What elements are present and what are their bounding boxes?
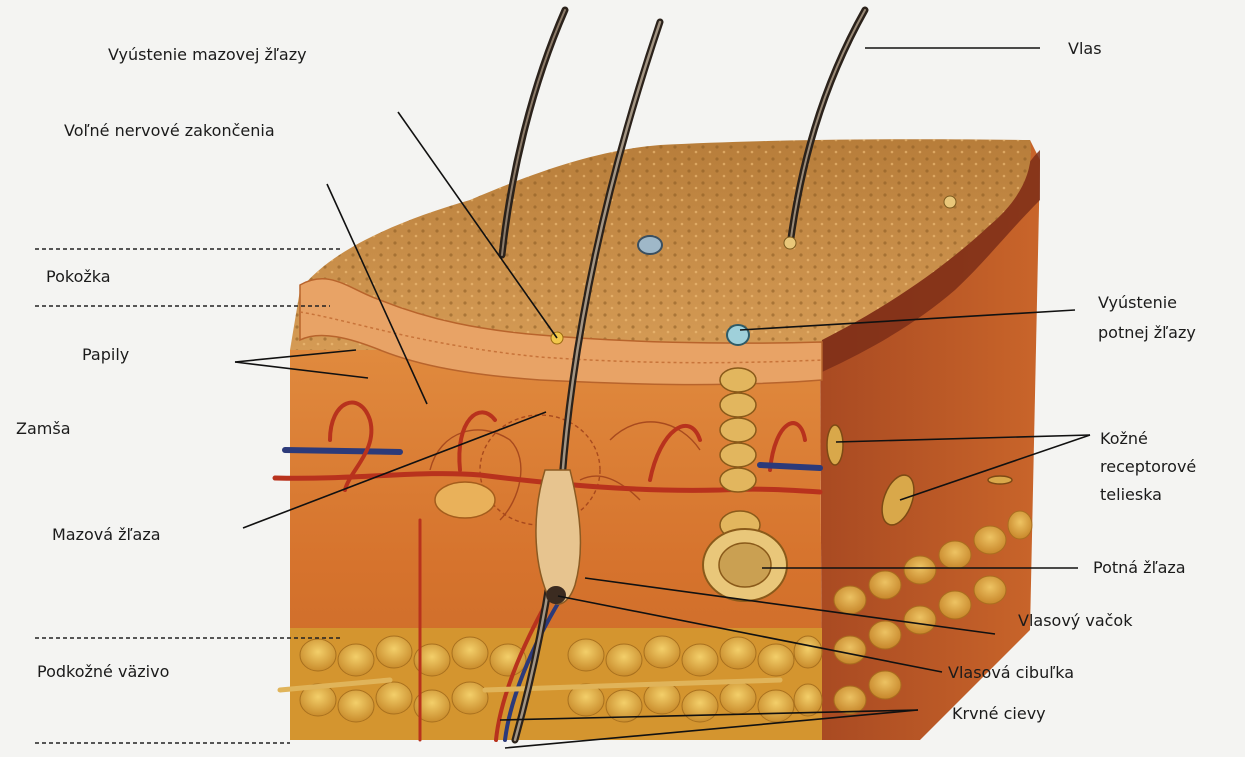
label-receptors: Kožné receptorové telieska (1100, 428, 1196, 506)
label-sweat-outlet-line2: potnej žľazy (1098, 322, 1196, 344)
label-receptors-line2: receptorové (1100, 456, 1196, 478)
label-sweat-gland: Potná žľaza (1093, 557, 1186, 579)
label-sweat-outlet: Vyústenie potnej žľazy (1098, 292, 1196, 344)
label-receptors-line1: Kožné (1100, 428, 1196, 450)
label-free-nerve-endings: Voľné nervové zakončenia (64, 120, 275, 142)
label-sebaceous-gland: Mazová žľaza (52, 524, 161, 546)
label-papillae: Papily (82, 344, 129, 366)
label-sebaceous-outlet: Vyústenie mazovej žľazy (108, 44, 307, 66)
label-hair-bulb: Vlasová cibuľka (948, 662, 1074, 684)
label-receptors-line3: telieska (1100, 484, 1196, 506)
label-epidermis: Pokožka (46, 266, 111, 288)
label-subcutis: Podkožné väzivo (37, 661, 169, 683)
label-hair-follicle: Vlasový vačok (1018, 610, 1132, 632)
label-blood-vessels: Krvné cievy (952, 703, 1046, 725)
label-hair: Vlas (1068, 38, 1102, 60)
label-dermis: Zamša (16, 418, 71, 440)
label-sweat-outlet-line1: Vyústenie (1098, 292, 1196, 314)
